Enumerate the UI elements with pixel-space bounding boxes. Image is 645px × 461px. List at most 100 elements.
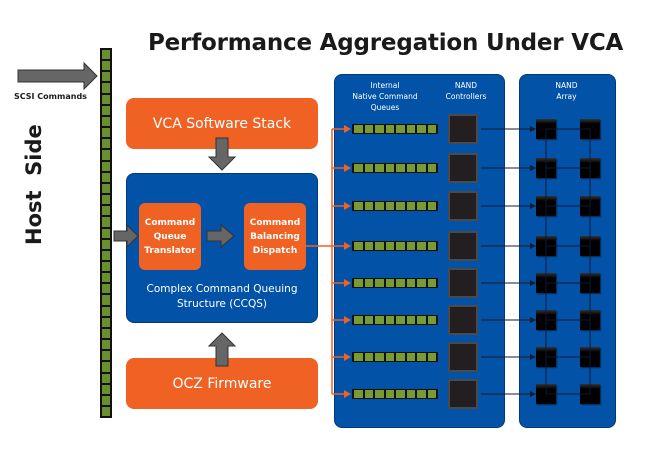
native-command-queue bbox=[352, 241, 438, 251]
queue-slot bbox=[396, 316, 405, 324]
controller-to-array-arrow-icon bbox=[530, 243, 536, 249]
queue-slot bbox=[375, 390, 384, 398]
queue-slot bbox=[396, 202, 405, 210]
host-queue-slot bbox=[102, 139, 110, 149]
nand-controller bbox=[448, 342, 478, 372]
firmware-to-ccqs-arrow-icon bbox=[207, 332, 237, 367]
host-queue-slot bbox=[102, 206, 110, 216]
queue-slot bbox=[417, 164, 426, 172]
nand-controller bbox=[448, 379, 478, 409]
queue-slot bbox=[364, 279, 373, 287]
queue-feed-arrow-icon bbox=[344, 353, 351, 361]
queue-slot bbox=[396, 279, 405, 287]
queue-slot bbox=[354, 125, 363, 133]
queue-feed-arrow-icon bbox=[344, 242, 351, 250]
host-queue-slot bbox=[102, 50, 110, 60]
native-command-queue bbox=[352, 315, 438, 325]
heading-line: Native Command bbox=[352, 92, 418, 101]
queue-slot bbox=[417, 125, 426, 133]
host-queue-slot bbox=[102, 239, 110, 249]
native-command-queue bbox=[352, 201, 438, 211]
queue-slot bbox=[396, 164, 405, 172]
host-queue-slot bbox=[102, 172, 110, 182]
native-command-queue bbox=[352, 389, 438, 399]
translator-to-dispatch-arrow-icon bbox=[206, 223, 235, 249]
queue-slot bbox=[427, 242, 436, 250]
queue-slot bbox=[375, 125, 384, 133]
command-queue-translator-box: Command Queue Translator bbox=[139, 203, 201, 270]
queue-feed-arrow-icon bbox=[344, 164, 351, 172]
host-queue-slot bbox=[102, 161, 110, 171]
internal-queues-heading: Internal Native Command Queues bbox=[346, 80, 424, 113]
scsi-commands-label: SCSI Commands bbox=[14, 92, 87, 101]
host-queue-slot bbox=[102, 83, 110, 93]
host-queue-slot bbox=[102, 217, 110, 227]
host-queue-slot bbox=[102, 317, 110, 327]
queue-slot bbox=[417, 279, 426, 287]
queue-slot bbox=[364, 202, 373, 210]
host-queue-slot bbox=[102, 284, 110, 294]
queue-slot bbox=[406, 242, 415, 250]
host-queue-slot bbox=[102, 250, 110, 260]
queue-slot bbox=[406, 353, 415, 361]
queue-slot bbox=[364, 316, 373, 324]
queue-slot bbox=[427, 125, 436, 133]
queue-slot bbox=[396, 390, 405, 398]
queue-slot bbox=[417, 316, 426, 324]
translator-line: Command bbox=[144, 217, 196, 228]
host-queue-slot bbox=[102, 228, 110, 238]
translator-line: Queue bbox=[153, 231, 187, 242]
controller-to-array-arrow-icon bbox=[530, 391, 536, 397]
queue-slot bbox=[354, 242, 363, 250]
queue-slot bbox=[406, 125, 415, 133]
host-queue-slot bbox=[102, 128, 110, 138]
vca-software-stack-label: VCA Software Stack bbox=[152, 115, 292, 132]
queue-slot bbox=[364, 390, 373, 398]
queue-slot bbox=[385, 353, 394, 361]
queue-slot bbox=[406, 202, 415, 210]
ccqs-label-line1: Complex Command Queuing bbox=[146, 283, 298, 295]
host-queue-slot bbox=[102, 116, 110, 127]
queue-slot bbox=[406, 279, 415, 287]
ccqs-label: Complex Command Queuing Structure (CCQS) bbox=[126, 282, 318, 312]
controller-to-array-arrow-icon bbox=[530, 126, 536, 132]
host-queue-slot bbox=[102, 105, 110, 115]
queue-slot bbox=[385, 279, 394, 287]
queue-slot bbox=[375, 353, 384, 361]
queue-slot bbox=[375, 164, 384, 172]
controller-to-array-arrow-icon bbox=[530, 317, 536, 323]
native-command-queue bbox=[352, 124, 438, 134]
host-queue-slot bbox=[102, 61, 110, 71]
heading-line: Internal bbox=[370, 81, 400, 90]
queue-slot bbox=[385, 242, 394, 250]
queue-slot bbox=[375, 279, 384, 287]
heading-line: NAND bbox=[454, 81, 478, 90]
nand-controller bbox=[448, 231, 478, 261]
queue-slot bbox=[406, 316, 415, 324]
command-balancing-dispatch-box: Command Balancing Dispatch bbox=[244, 203, 306, 270]
queue-slot bbox=[417, 353, 426, 361]
queue-slot bbox=[375, 316, 384, 324]
host-queue-slot bbox=[102, 306, 110, 316]
heading-line: Array bbox=[556, 92, 577, 101]
host-queue-slot bbox=[102, 150, 110, 160]
host-queue-slot bbox=[102, 328, 110, 339]
stack-to-ccqs-arrow-icon bbox=[207, 137, 237, 171]
dispatch-line: Dispatch bbox=[252, 245, 298, 256]
queue-slot bbox=[385, 202, 394, 210]
nand-controller bbox=[448, 305, 478, 335]
queue-slot bbox=[385, 316, 394, 324]
queue-slot bbox=[354, 202, 363, 210]
host-queue-slot bbox=[102, 183, 110, 194]
queue-slot bbox=[354, 390, 363, 398]
controller-to-array-arrow-icon bbox=[530, 203, 536, 209]
queue-slot bbox=[417, 390, 426, 398]
host-queue-slot bbox=[102, 295, 110, 305]
heading-line: Controllers bbox=[445, 92, 487, 101]
queue-slot bbox=[427, 390, 436, 398]
queue-slot bbox=[375, 202, 384, 210]
queue-slot bbox=[354, 353, 363, 361]
queue-slot bbox=[364, 164, 373, 172]
host-to-translator-arrow-icon bbox=[113, 223, 139, 249]
ccqs-label-line2: Structure (CCQS) bbox=[177, 298, 267, 310]
